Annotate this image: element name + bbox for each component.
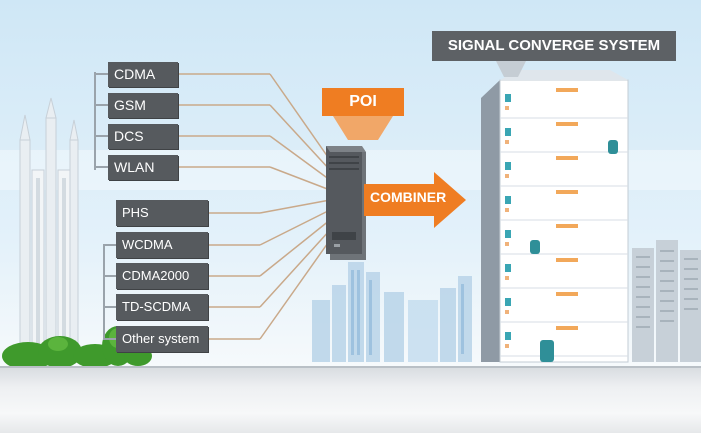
title-funnel [496, 61, 526, 77]
poi-label: POI [322, 88, 404, 116]
antenna-icon [505, 332, 511, 340]
port-icon [505, 344, 509, 348]
port-icon [505, 174, 509, 178]
city-skyline-right-windows [636, 250, 698, 328]
combiner-server [326, 146, 366, 260]
antenna-icon [505, 230, 511, 238]
system-tag-wlan: WLAN [108, 155, 178, 180]
system-tag-cdma: CDMA [108, 62, 178, 87]
system-tag-wcdma: WCDMA [116, 232, 208, 258]
system-tag-other-system: Other system [116, 326, 208, 352]
ceiling-light [556, 326, 578, 330]
ceiling-light [556, 88, 578, 92]
system-tag-gsm: GSM [108, 93, 178, 118]
ground [0, 368, 701, 433]
connector-line [269, 135, 331, 181]
connector-line [259, 229, 331, 308]
connector-line [259, 209, 331, 246]
ceiling-light [556, 156, 578, 160]
system-tag-td-scdma: TD-SCDMA [116, 294, 208, 320]
port-icon [505, 208, 509, 212]
poi-funnel [333, 116, 393, 140]
port-icon [505, 242, 509, 246]
port-icon [505, 140, 509, 144]
antenna-towers [19, 97, 79, 361]
port-icon [505, 310, 509, 314]
ceiling-light [556, 122, 578, 126]
person-icon [608, 140, 618, 154]
ground-line [0, 366, 701, 369]
system-tag-cdma2000: CDMA2000 [116, 263, 208, 289]
ceiling-light [556, 258, 578, 262]
combiner-label: COMBINER [370, 189, 447, 205]
person-icon [540, 340, 554, 362]
combiner-arrow [364, 172, 466, 228]
connector-line [259, 199, 331, 214]
page-title: SIGNAL CONVERGE SYSTEM [432, 31, 676, 61]
port-icon [505, 106, 509, 110]
connector-line [259, 219, 331, 277]
city-skyline-center-windows [351, 270, 464, 355]
antenna-icon [505, 162, 511, 170]
ceiling-light [556, 190, 578, 194]
port-icon [505, 276, 509, 280]
ceiling-light [556, 224, 578, 228]
system-tag-phs: PHS [116, 200, 208, 226]
system-tag-dcs: DCS [108, 124, 178, 149]
antenna-icon [505, 264, 511, 272]
antenna-icon [505, 298, 511, 306]
antenna-icon [505, 128, 511, 136]
connector-line [259, 239, 331, 340]
connector-line [269, 104, 331, 171]
connector-line [269, 166, 331, 191]
tall-building [481, 70, 629, 363]
antenna-icon [505, 94, 511, 102]
connector-line [269, 73, 331, 161]
antenna-icon [505, 196, 511, 204]
person-icon [530, 240, 540, 254]
ceiling-light [556, 292, 578, 296]
